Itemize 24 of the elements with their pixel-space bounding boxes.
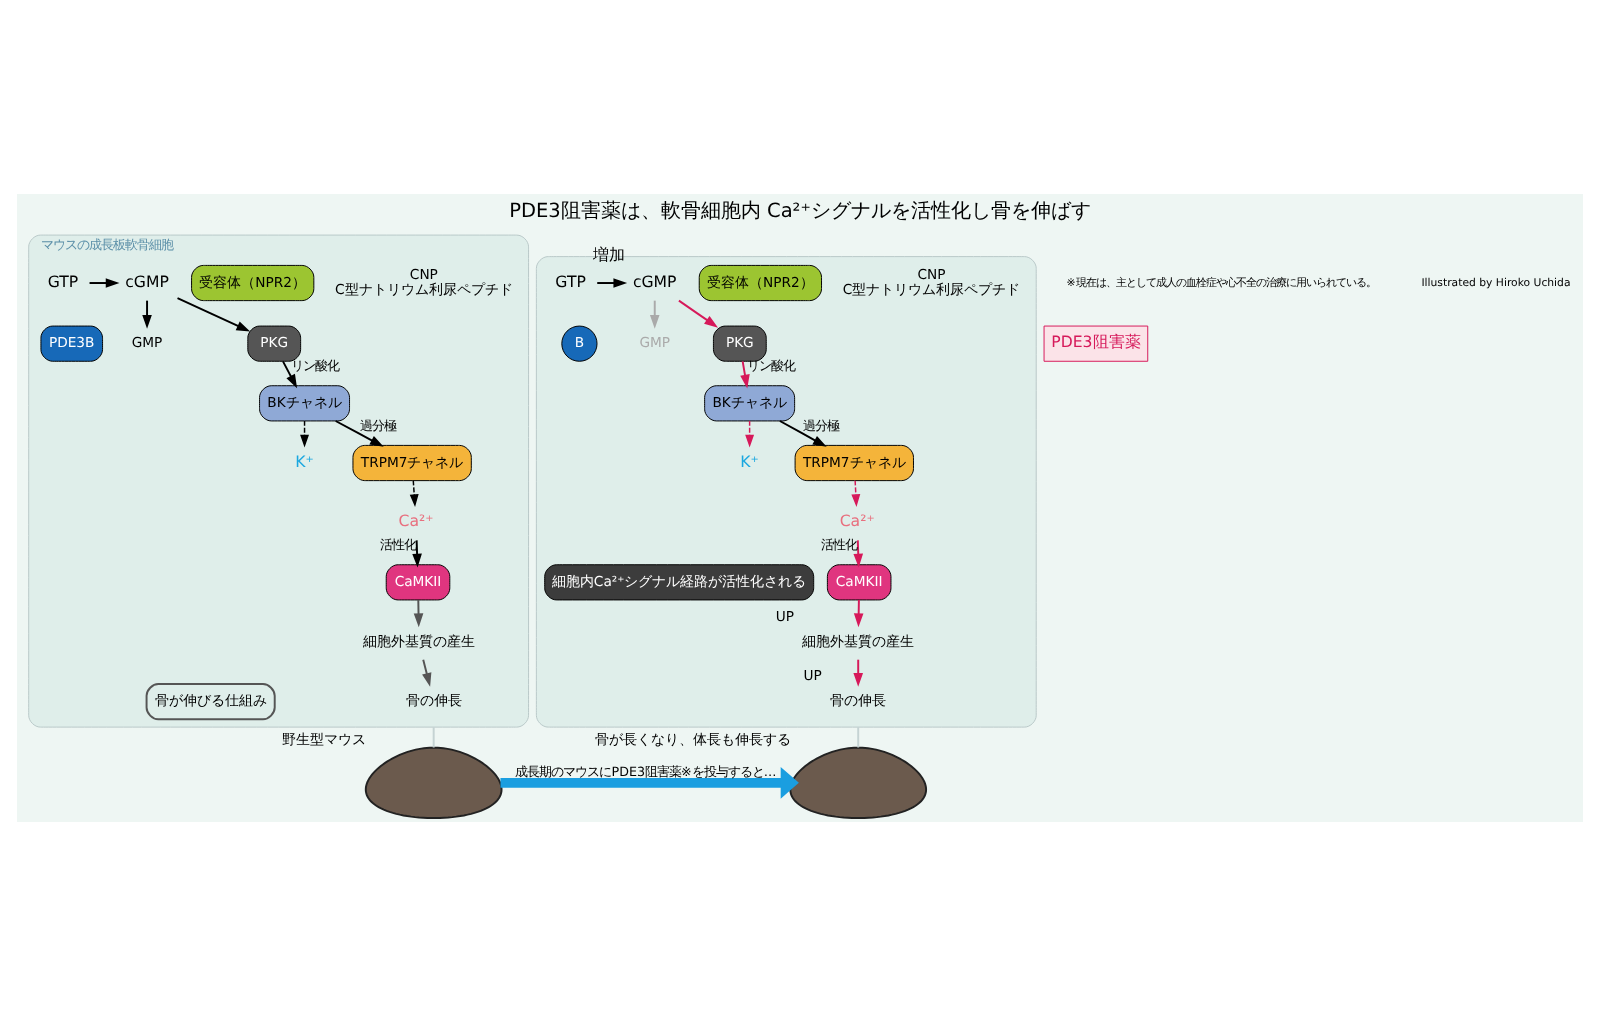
connector bbox=[432, 725, 435, 748]
arrow bbox=[778, 419, 827, 446]
arrow bbox=[851, 478, 861, 507]
arrow bbox=[413, 598, 424, 627]
arrow bbox=[853, 657, 863, 686]
arrow bbox=[853, 598, 864, 627]
diagram-title: PDE3阻害薬は、軟骨細胞内 Ca²⁺シグナルを活性化し骨を伸ばす bbox=[509, 200, 1091, 223]
arrow bbox=[300, 419, 309, 447]
connector bbox=[857, 725, 860, 748]
arrow bbox=[334, 419, 384, 446]
node-mouse bbox=[789, 745, 928, 819]
arrow bbox=[142, 298, 152, 328]
arrow bbox=[649, 298, 660, 328]
arrow bbox=[422, 657, 432, 686]
arrow bbox=[745, 419, 755, 447]
arrow bbox=[677, 298, 719, 327]
arrow bbox=[176, 296, 251, 331]
node-mouse bbox=[364, 745, 503, 819]
arrow bbox=[409, 478, 419, 507]
arrow bbox=[740, 359, 750, 388]
arrow bbox=[596, 277, 628, 287]
cluster bbox=[28, 233, 530, 727]
arrow bbox=[500, 765, 799, 798]
arrow bbox=[88, 277, 120, 287]
